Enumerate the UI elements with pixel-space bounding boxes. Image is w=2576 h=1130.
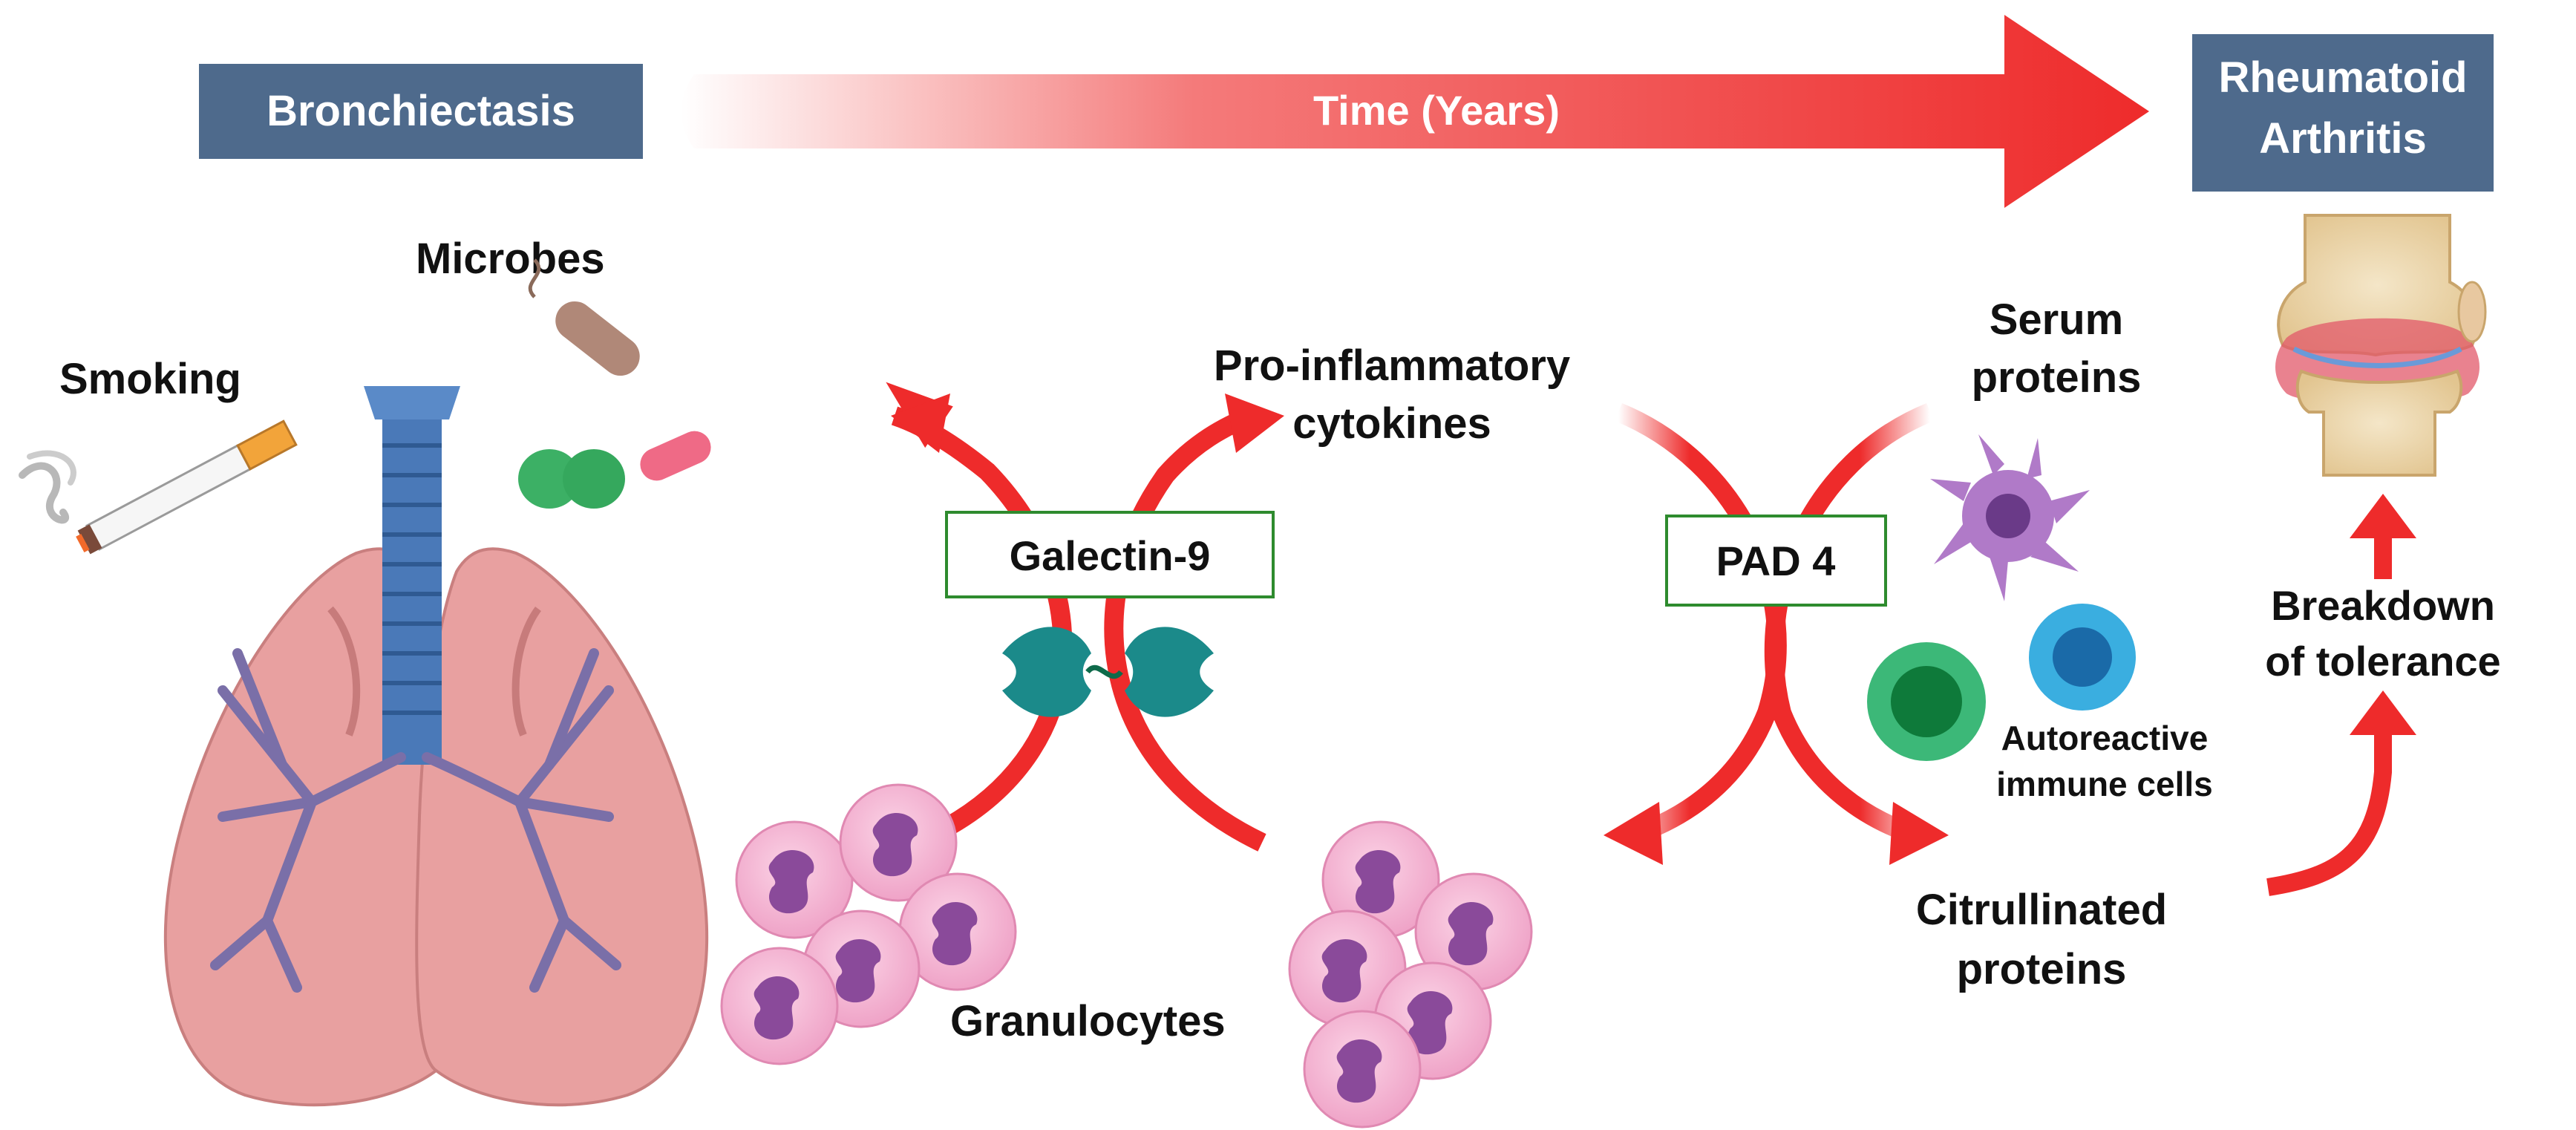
granulocyte-icon: [1321, 820, 1440, 939]
pad4-box: PAD 4: [1665, 515, 1887, 607]
granulocytes-label: Granulocytes: [950, 997, 1226, 1045]
cytokines-label-line1: Pro-inflammatory: [1214, 342, 1570, 390]
dendritic-cell-icon: [1930, 434, 2090, 601]
pad4-label: PAD 4: [1716, 538, 1836, 584]
serum-label-line2: proteins: [1972, 353, 2142, 402]
immune-cell-icon: [1867, 642, 1986, 761]
breakdown-label-line2: of tolerance: [2265, 638, 2500, 685]
citrullinated-label-line2: proteins: [1957, 945, 2127, 993]
immune-cell-icon: [2029, 604, 2136, 711]
granulocytes-right: [1288, 820, 1533, 1129]
granulocyte-icon: [898, 872, 1017, 991]
citrullinated-label-line1: Citrullinated: [1916, 886, 2167, 934]
tolerance-arrows: [2266, 494, 2416, 896]
ra-label-line1: Rheumatoid: [2218, 53, 2467, 102]
time-arrow-label: Time (Years): [1313, 87, 1560, 134]
granulocyte-icon: [720, 947, 839, 1065]
galectin-box: Galectin-9: [945, 511, 1275, 598]
bronchiectasis-box: Bronchiectasis: [199, 64, 643, 159]
cytokines-label-line2: cytokines: [1292, 399, 1491, 448]
autoreactive-label-line2: immune cells: [1996, 765, 2212, 803]
galectin-molecule-icon: [1002, 627, 1214, 717]
serum-label-line1: Serum: [1990, 295, 2124, 344]
autoreactive-label-line1: Autoreactive: [2001, 719, 2209, 757]
bronchiectasis-label: Bronchiectasis: [267, 87, 575, 135]
knee-joint-icon: [2275, 214, 2487, 477]
galectin-arrows: [886, 382, 1284, 863]
granulocyte-icon: [839, 783, 958, 902]
cigarette-icon: [19, 419, 298, 555]
ra-label-line2: Arthritis: [2259, 114, 2427, 163]
pad4-arrows: [1604, 402, 1949, 865]
rheumatoid-arthritis-box: Rheumatoid Arthritis: [2192, 34, 2494, 192]
time-arrow: Time (Years): [681, 15, 2149, 208]
smoking-label: Smoking: [59, 355, 241, 403]
granulocyte-icon: [1414, 872, 1533, 991]
granulocyte-icon: [1303, 1010, 1422, 1129]
breakdown-label-line1: Breakdown: [2271, 582, 2495, 629]
microbes-label: Microbes: [416, 235, 605, 283]
granulocyte-icon: [735, 820, 854, 939]
bacteria-icon: [518, 258, 711, 509]
galectin-label: Galectin-9: [1010, 532, 1211, 579]
lungs-icon: [163, 386, 709, 1107]
granulocytes-left: [720, 783, 1017, 1065]
granulocyte-icon: [1288, 909, 1407, 1028]
